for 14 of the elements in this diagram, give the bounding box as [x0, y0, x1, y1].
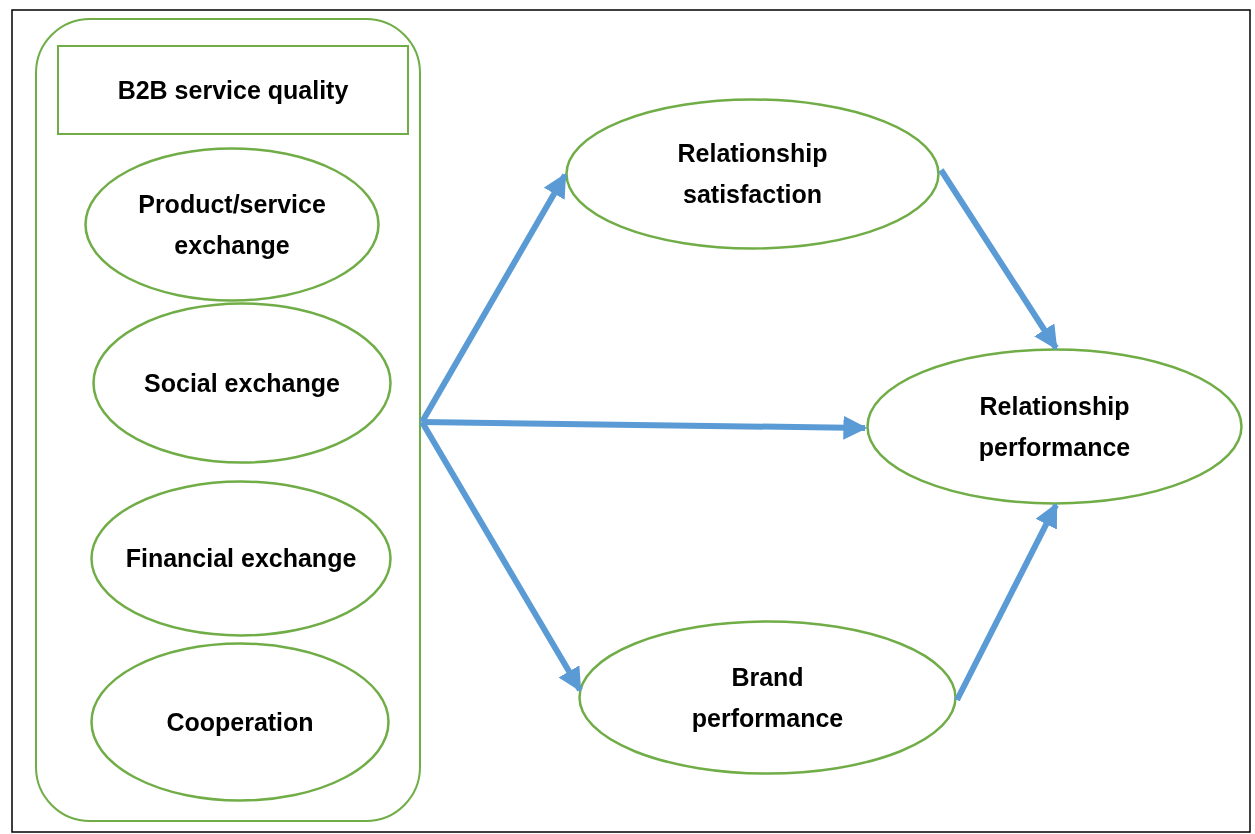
node-label: Cooperation [166, 706, 314, 738]
arrow [419, 420, 583, 693]
node-label: Financial exchange [125, 543, 357, 574]
node-label: Brand performance [690, 661, 845, 734]
node-label: B2B service quality [117, 74, 349, 106]
arrow [954, 502, 1059, 702]
node-label: Relationship satisfaction [676, 138, 829, 210]
arrow [419, 172, 568, 424]
group-box [35, 18, 421, 822]
heading-box [57, 45, 409, 135]
node-label: Social exchange [144, 367, 340, 399]
arrow [938, 168, 1059, 350]
node-label: Relationship performance [977, 390, 1132, 463]
node-label: Product/service exchange [137, 188, 327, 261]
